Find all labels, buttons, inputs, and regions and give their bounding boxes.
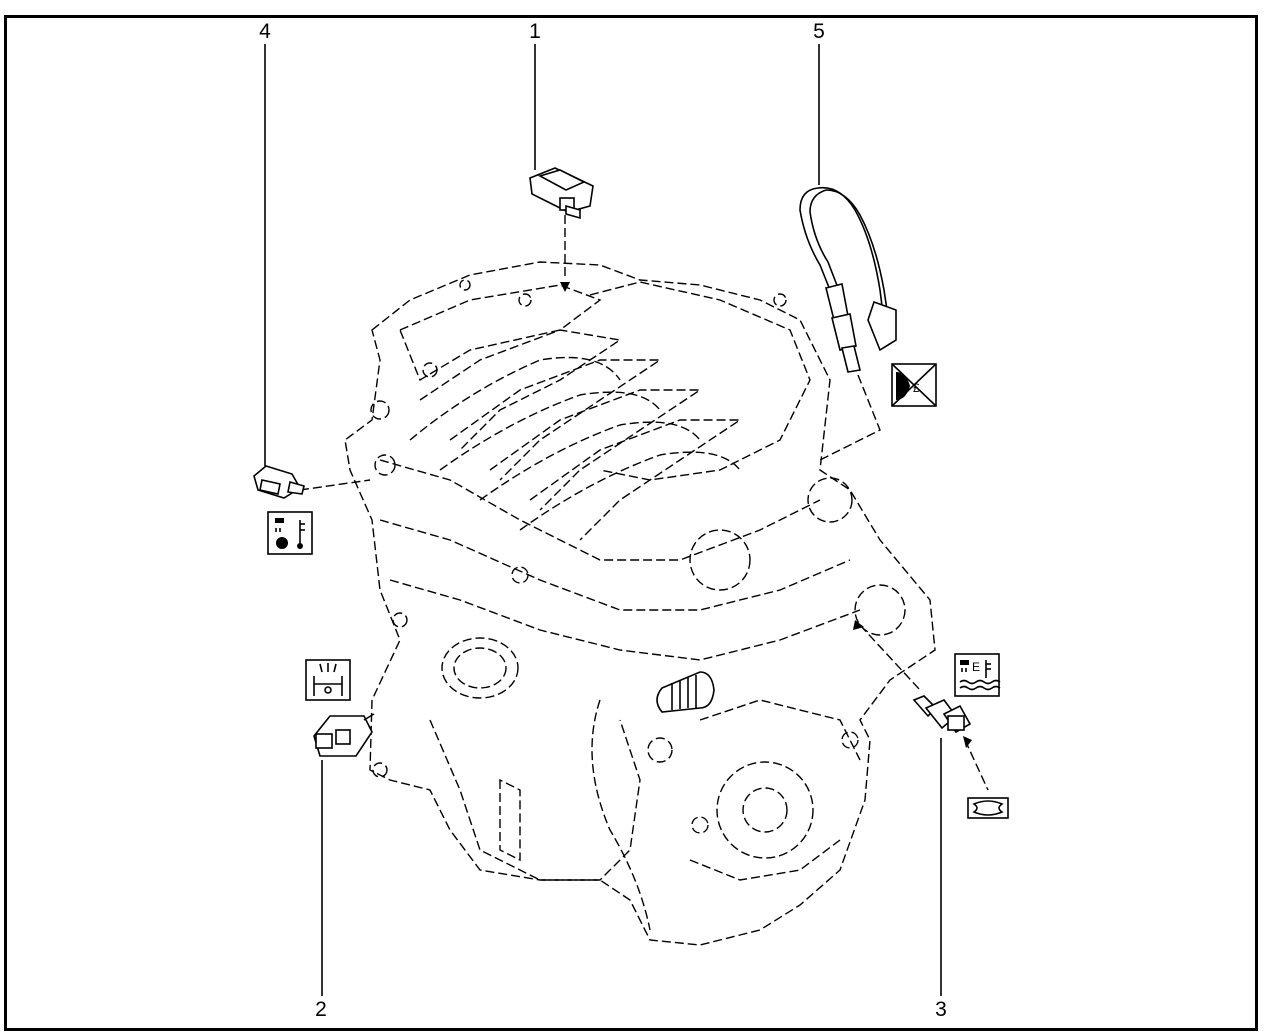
knock-symbol-icon — [305, 659, 351, 701]
callout-1: 1 — [529, 20, 541, 43]
leader-lines — [264, 44, 942, 996]
callout-2: 2 — [315, 998, 327, 1021]
coolant-temperature-sensor-icon — [912, 695, 972, 734]
callout-5: 5 — [813, 20, 825, 43]
svg-text:£: £ — [913, 381, 920, 395]
oil-pressure-icon — [267, 511, 313, 555]
callout-4: 4 — [259, 20, 271, 43]
engine-block — [344, 261, 936, 946]
oxygen-sensor-icon — [799, 186, 897, 373]
coolant-symbol-icon: E — [954, 653, 1001, 697]
placement-lines — [299, 215, 989, 791]
oxygen-sensor-symbol-icon: £ — [891, 363, 937, 407]
callout-3: 3 — [935, 998, 947, 1021]
svg-text:E: E — [972, 660, 980, 674]
camshaft-sensor-icon — [529, 167, 594, 220]
gasket-seal-icon — [967, 797, 1009, 819]
diagram-frame — [4, 15, 1258, 1031]
oil-pressure-sensor-icon — [253, 465, 305, 499]
knock-sensor-icon — [313, 713, 375, 757]
